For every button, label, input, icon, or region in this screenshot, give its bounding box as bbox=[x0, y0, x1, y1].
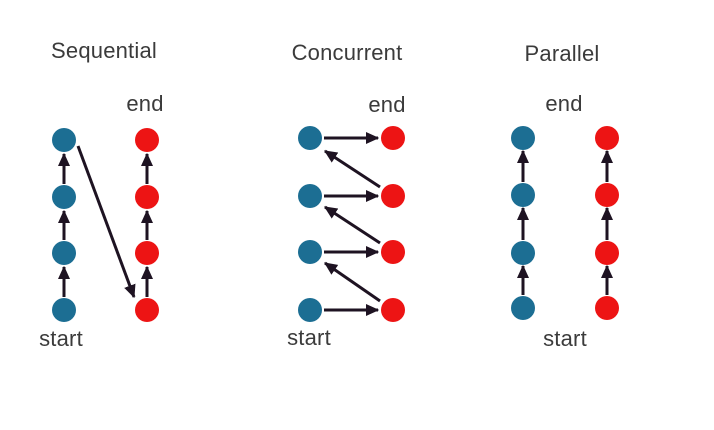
sequential-flow-arrow bbox=[76, 145, 136, 299]
concurrent-red-task-column-dot bbox=[381, 184, 405, 208]
panel-title-sequential: Sequential bbox=[51, 38, 157, 63]
concurrent-blue-task-column-dot bbox=[298, 240, 322, 264]
concurrent-blue-task-column-dot bbox=[298, 126, 322, 150]
start-label-sequential: start bbox=[39, 326, 83, 351]
start-label-parallel: start bbox=[543, 326, 587, 351]
sequential-red-task-column-dot bbox=[135, 298, 159, 322]
panel-title-concurrent: Concurrent bbox=[291, 40, 403, 65]
concurrent-red-task-column-dot bbox=[381, 240, 405, 264]
concurrent-flow-arrow bbox=[323, 205, 381, 245]
concurrent-red-task-column-dot bbox=[381, 298, 405, 322]
parallel-red-task-column-dot bbox=[595, 241, 619, 265]
sequential-red-task-column-dot bbox=[135, 185, 159, 209]
parallel-red-task-column-dot bbox=[595, 183, 619, 207]
parallel-blue-task-column-dot bbox=[511, 241, 535, 265]
sequential-blue-task-column-dot bbox=[52, 128, 76, 152]
parallel-blue-task-column-dot bbox=[511, 126, 535, 150]
panel-title-parallel: Parallel bbox=[524, 41, 600, 66]
concurrent-flow-arrow bbox=[323, 149, 381, 189]
sequential-blue-task-column-dot bbox=[52, 298, 76, 322]
sequential-red-task-column-dot bbox=[135, 128, 159, 152]
parallel-red-task-column-dot bbox=[595, 296, 619, 320]
end-label-parallel: end bbox=[545, 91, 583, 116]
parallel-blue-task-column-dot bbox=[511, 183, 535, 207]
concurrent-blue-task-column-dot bbox=[298, 298, 322, 322]
sequential-blue-task-column-dot bbox=[52, 185, 76, 209]
start-label-concurrent: start bbox=[287, 325, 331, 350]
concurrent-flow-arrow bbox=[324, 261, 381, 303]
parallel-red-task-column-dot bbox=[595, 126, 619, 150]
concurrent-red-task-column-dot bbox=[381, 126, 405, 150]
end-label-sequential: end bbox=[126, 91, 164, 116]
sequential-blue-task-column-dot bbox=[52, 241, 76, 265]
concurrent-blue-task-column-dot bbox=[298, 184, 322, 208]
sequential-red-task-column-dot bbox=[135, 241, 159, 265]
parallel-blue-task-column-dot bbox=[511, 296, 535, 320]
end-label-concurrent: end bbox=[368, 92, 406, 117]
